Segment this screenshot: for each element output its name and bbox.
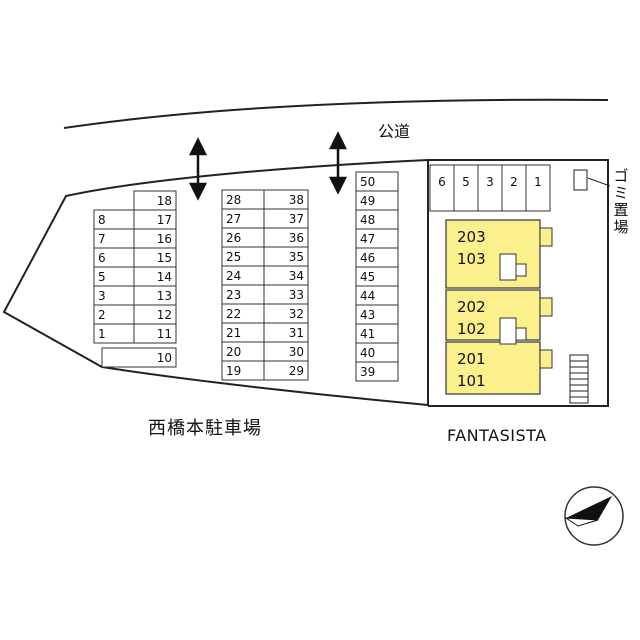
- bike-stall: [525, 164, 551, 212]
- parking-stall: [355, 361, 399, 382]
- building-name: FANTASISTA: [447, 426, 547, 445]
- building-block: 6 5 3 2 1 203 103 202 102 201 101: [429, 164, 553, 395]
- road-label: 公道: [378, 122, 411, 141]
- bike-stall-number: 2: [510, 175, 518, 189]
- parking-stall-number: 33: [289, 288, 304, 302]
- unit-number-lower: 103: [457, 250, 486, 268]
- parking-stall-number: 18: [157, 194, 172, 208]
- parking-lot-name: 西橋本駐車場: [148, 418, 262, 439]
- unit-number-upper: 202: [457, 298, 486, 316]
- unit-number-upper: 203: [457, 228, 486, 246]
- parking-stall-number: 40: [360, 346, 375, 360]
- building-site-outline: [428, 159, 609, 407]
- parking-stall-number: 8: [98, 213, 106, 227]
- entrance-alcove: [499, 317, 517, 345]
- parking-stall-number: 11: [157, 327, 172, 341]
- parking-stall-number: 22: [226, 307, 241, 321]
- parking-stall-number: 41: [360, 327, 375, 341]
- parking-stall-number: 47: [360, 232, 375, 246]
- parking-stall-number: 44: [360, 289, 375, 303]
- entrance-step: [515, 263, 527, 277]
- parking-stall-number: 6: [98, 251, 106, 265]
- stairs-icon: [569, 354, 589, 404]
- parking-stall-number: 46: [360, 251, 375, 265]
- apartment-unit: [445, 341, 541, 395]
- parking-stall-number: 15: [157, 251, 172, 265]
- parking-stall-number: 25: [226, 250, 241, 264]
- bike-stall: [453, 164, 479, 212]
- parking-stall-number: 17: [157, 213, 172, 227]
- parking-stall-number: 31: [289, 326, 304, 340]
- parking-stall-number: 27: [226, 212, 241, 226]
- parking-stall-number: 24: [226, 269, 241, 283]
- parking-stall-number: 16: [157, 232, 172, 246]
- balcony: [539, 297, 553, 317]
- parking-stall-number: 50: [360, 175, 375, 189]
- parking-stall-number: 26: [226, 231, 241, 245]
- balcony: [539, 349, 553, 369]
- parking-stall-number: 48: [360, 213, 375, 227]
- parking-stall-number: 28: [226, 193, 241, 207]
- parking-stall-number: 43: [360, 308, 375, 322]
- bike-stall-number: 5: [462, 175, 470, 189]
- parking-stall-number: 23: [226, 288, 241, 302]
- parking-stall-number: 3: [98, 289, 106, 303]
- bike-stall: [477, 164, 503, 212]
- compass-north-icon: [564, 486, 624, 546]
- parking-stall: [263, 360, 309, 381]
- parking-stall-number: 36: [289, 231, 304, 245]
- bike-stall-number: 1: [534, 175, 542, 189]
- parking-stall-number: 29: [289, 364, 304, 378]
- parking-stall-number: 32: [289, 307, 304, 321]
- apartment-unit: [445, 219, 541, 289]
- road-edge: [63, 98, 609, 129]
- bike-stall-number: 6: [438, 175, 446, 189]
- parking-stall-number: 49: [360, 194, 375, 208]
- bike-stall-number: 3: [486, 175, 494, 189]
- parking-stalls: 8765321181716151413121110282726252423222…: [93, 171, 399, 382]
- parking-stall-number: 30: [289, 345, 304, 359]
- parking-stall-number: 37: [289, 212, 304, 226]
- parking-stall-number: 13: [157, 289, 172, 303]
- parking-stall-number: 19: [226, 364, 241, 378]
- parking-stall-number: 21: [226, 326, 241, 340]
- parking-stall-number: 35: [289, 250, 304, 264]
- parking-stall-number: 38: [289, 193, 304, 207]
- parking-stall-number: 39: [360, 365, 375, 379]
- parking-stall-number: 7: [98, 232, 106, 246]
- parking-stall: [101, 347, 177, 368]
- parking-stall-number: 14: [157, 270, 172, 284]
- double-arrow-icon: [328, 131, 348, 195]
- parking-stall-number: 1: [98, 327, 106, 341]
- garbage-leader: [587, 177, 611, 187]
- parking-stall-number: 5: [98, 270, 106, 284]
- parking-stall-number: 10: [157, 351, 172, 365]
- unit-number-lower: 102: [457, 320, 486, 338]
- parking-stall-number: 45: [360, 270, 375, 284]
- garbage-box: [573, 169, 588, 191]
- entrance-alcove: [499, 253, 517, 281]
- entrance-step: [515, 327, 527, 341]
- balcony: [539, 227, 553, 247]
- parking-stall-number: 2: [98, 308, 106, 322]
- parking-stall-number: 12: [157, 308, 172, 322]
- parking-stall-number: 20: [226, 345, 241, 359]
- garbage-area-label: ゴミ置場: [613, 167, 629, 236]
- double-arrow-icon: [188, 137, 208, 201]
- parking-stall-number: 34: [289, 269, 304, 283]
- unit-number-upper: 201: [457, 350, 486, 368]
- unit-number-lower: 101: [457, 372, 486, 390]
- parking-stall: [133, 323, 177, 344]
